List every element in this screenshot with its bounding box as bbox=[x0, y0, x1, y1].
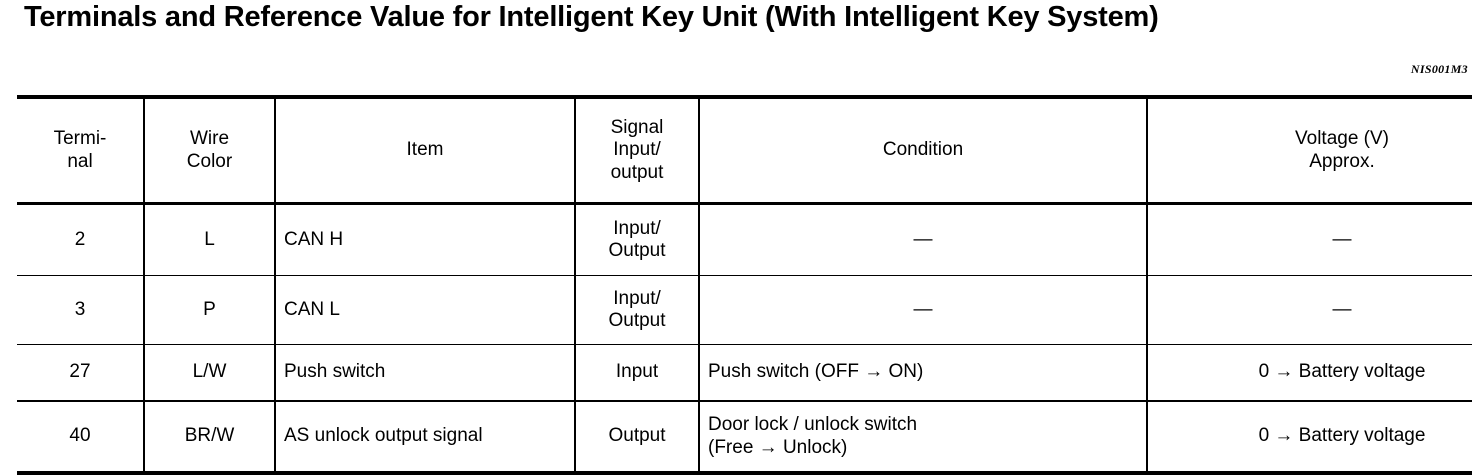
reference-code: NIS001M3 bbox=[1410, 62, 1468, 76]
column-header-signal-input-output: Signal Input/ output bbox=[575, 95, 700, 205]
cell-voltage: 0 → Battery voltage bbox=[1147, 401, 1472, 475]
cell-voltage: — bbox=[1147, 275, 1472, 345]
table-body: 2 L CAN H Input/ Output — — 3 P CAN L In… bbox=[17, 203, 1472, 475]
column-header-terminal: Termi- nal bbox=[17, 95, 145, 205]
cell-signal: Output bbox=[575, 401, 700, 475]
cell-terminal: 3 bbox=[17, 275, 145, 345]
column-header-wire-color: Wire Color bbox=[144, 95, 276, 205]
cell-wire-color: P bbox=[144, 275, 276, 345]
cell-terminal: 2 bbox=[17, 203, 145, 276]
cell-item: CAN L bbox=[275, 275, 576, 345]
table-row: 3 P CAN L Input/ Output — — bbox=[17, 275, 1472, 345]
cell-condition: Door lock / unlock switch (Free → Unlock… bbox=[699, 401, 1148, 475]
table-header-row: Termi- nal Wire Color Item Signal Input/… bbox=[17, 95, 1472, 205]
terminal-reference-table: Termi- nal Wire Color Item Signal Input/… bbox=[17, 95, 1472, 475]
cell-terminal: 27 bbox=[17, 344, 145, 402]
title-block: Terminals and Reference Value for Intell… bbox=[24, 1, 1436, 33]
table-row: 27 L/W Push switch Input Push switch (OF… bbox=[17, 344, 1472, 402]
cell-condition: — bbox=[699, 203, 1148, 276]
cell-voltage: 0 → Battery voltage bbox=[1147, 344, 1472, 402]
cell-voltage: — bbox=[1147, 203, 1472, 276]
table-header: Termi- nal Wire Color Item Signal Input/… bbox=[17, 95, 1472, 205]
cell-wire-color: L bbox=[144, 203, 276, 276]
cell-terminal: 40 bbox=[17, 401, 145, 475]
cell-item: AS unlock output signal bbox=[275, 401, 576, 475]
cell-signal: Input/ Output bbox=[575, 203, 700, 276]
cell-signal: Input bbox=[575, 344, 700, 402]
column-header-voltage: Voltage (V) Approx. bbox=[1147, 95, 1472, 205]
page-title: Terminals and Reference Value for Intell… bbox=[24, 1, 1159, 33]
cell-wire-color: L/W bbox=[144, 344, 276, 402]
table-row: 40 BR/W AS unlock output signal Output D… bbox=[17, 401, 1472, 475]
column-header-condition: Condition bbox=[699, 95, 1148, 205]
cell-signal: Input/ Output bbox=[575, 275, 700, 345]
column-header-item: Item bbox=[275, 95, 576, 205]
cell-condition: — bbox=[699, 275, 1148, 345]
cell-item: CAN H bbox=[275, 203, 576, 276]
cell-item: Push switch bbox=[275, 344, 576, 402]
table-row: 2 L CAN H Input/ Output — — bbox=[17, 203, 1472, 276]
cell-wire-color: BR/W bbox=[144, 401, 276, 475]
cell-condition: Push switch (OFF → ON) bbox=[699, 344, 1148, 402]
